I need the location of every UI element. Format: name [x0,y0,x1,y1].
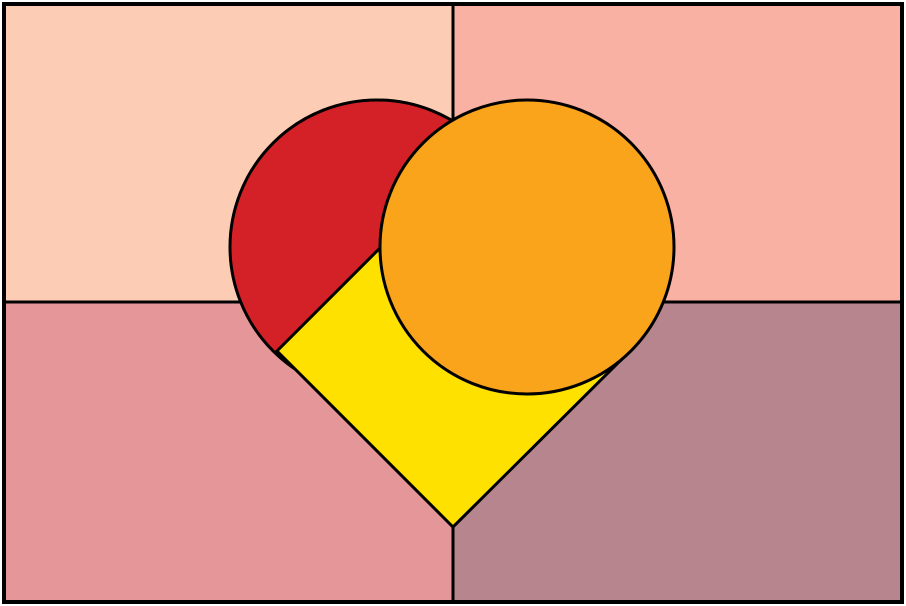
heart-right-circle [378,98,676,396]
